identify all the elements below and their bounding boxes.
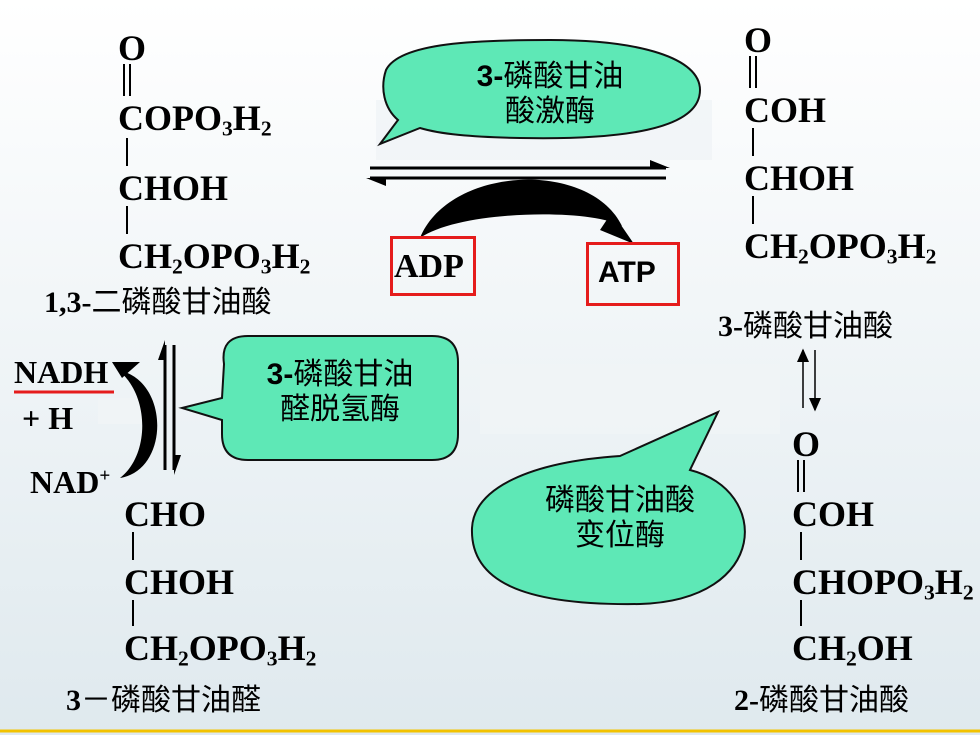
atp-highlight-box xyxy=(586,242,680,306)
single-bond xyxy=(800,600,802,626)
nadh-label: NADH xyxy=(14,354,109,390)
c3-group: CH2OPO3H2 xyxy=(118,236,311,279)
c3-group: CH2OH xyxy=(792,628,913,671)
double-bond xyxy=(797,460,805,492)
c2-group: CHOH xyxy=(124,562,235,602)
kinase-bubble xyxy=(377,38,702,147)
compound-name: 1,3-二磷酸甘油酸 xyxy=(44,285,272,320)
mutase-reversible-arrow xyxy=(797,348,821,412)
background-panel xyxy=(480,364,780,434)
carbonyl-oxygen: O xyxy=(744,20,773,60)
c2-group: CHOH xyxy=(118,168,229,208)
c1-group: COH xyxy=(792,494,875,534)
c3-group: CH2OPO3H2 xyxy=(744,226,937,269)
kinase-reversible-arrow xyxy=(366,160,670,186)
mutase-label: 磷酸甘油酸 变位酶 xyxy=(545,483,695,553)
single-bond xyxy=(752,196,754,224)
carbonyl-oxygen: O xyxy=(792,424,821,464)
kinase-label: 3-磷酸甘油 酸激酶 xyxy=(476,59,624,129)
single-bond xyxy=(752,128,754,156)
double-bond xyxy=(749,56,757,88)
compound-name: 3-磷酸甘油酸 xyxy=(718,309,893,344)
h-plus-label: + H xyxy=(22,400,74,436)
single-bond xyxy=(800,532,802,560)
compound-name: 3－磷酸甘油醛 xyxy=(66,683,261,718)
carbonyl-oxygen: O xyxy=(118,28,147,68)
c1-group: COPO3H2 xyxy=(118,98,272,141)
single-bond xyxy=(126,138,128,166)
nad-label: NAD+ xyxy=(30,464,111,500)
mutase-bubble xyxy=(470,409,746,606)
dehydrogenase-label: 3-磷酸甘油 醛脱氢酶 xyxy=(266,357,414,427)
c2-group: CHOPO3H2 xyxy=(792,562,974,605)
single-bond xyxy=(132,600,134,626)
dehydrogenase-bubble xyxy=(178,335,459,461)
double-bond xyxy=(123,64,131,96)
nadh-to-nad-curved-arrow xyxy=(112,362,158,478)
compound-name: 2-磷酸甘油酸 xyxy=(734,683,909,718)
atp-label: ATP xyxy=(598,256,656,289)
dehydrogenase-reversible-arrow xyxy=(158,340,181,475)
adp-highlight-box xyxy=(390,236,476,296)
single-bond xyxy=(132,532,134,560)
single-bond xyxy=(126,206,128,234)
adp-label: ADP xyxy=(394,248,464,285)
adp-to-atp-curved-arrow xyxy=(420,179,634,244)
c2-group: CHOH xyxy=(744,158,855,198)
c1-group: CHO xyxy=(124,494,207,534)
c1-group: COH xyxy=(744,90,827,130)
c3-group: CH2OPO3H2 xyxy=(124,628,317,671)
